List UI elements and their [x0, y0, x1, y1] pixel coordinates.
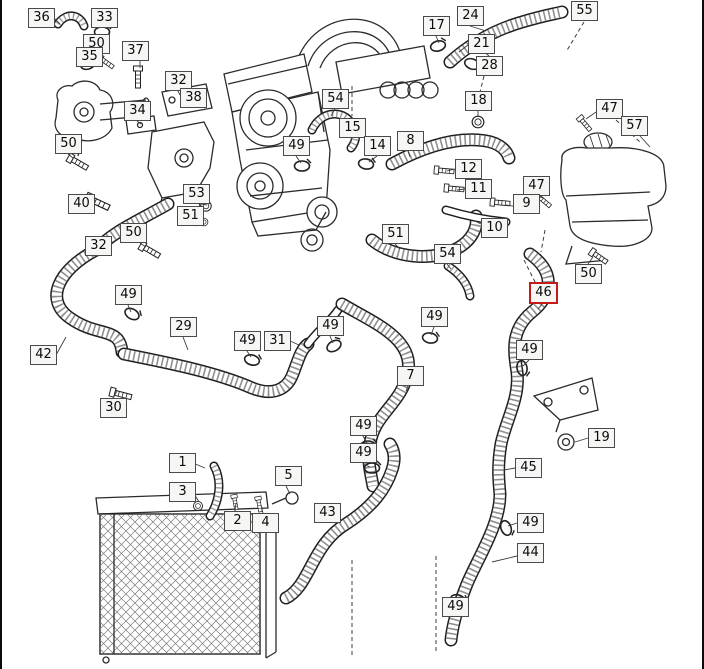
part-label[interactable]: 42	[30, 345, 57, 365]
part-label[interactable]: 1	[169, 453, 196, 473]
part-label[interactable]: 49	[234, 331, 261, 351]
part-label[interactable]: 3	[169, 482, 196, 502]
part-label[interactable]: 49	[283, 136, 310, 156]
part-label[interactable]: 50	[55, 134, 82, 154]
part-label[interactable]: 15	[339, 118, 366, 138]
part-label[interactable]: 5	[275, 466, 302, 486]
part-label[interactable]: 49	[317, 316, 344, 336]
part-label[interactable]: 8	[397, 131, 424, 151]
part-label[interactable]: 33	[91, 8, 118, 28]
part-label[interactable]: 47	[523, 176, 550, 196]
part-label[interactable]: 54	[434, 244, 461, 264]
part-label[interactable]: 2	[224, 511, 251, 531]
window-left-border	[0, 0, 2, 669]
part-label[interactable]: 49	[350, 443, 377, 463]
part-label[interactable]: 49	[115, 285, 142, 305]
part-label[interactable]: 29	[170, 317, 197, 337]
part-label[interactable]: 47	[596, 99, 623, 119]
part-label[interactable]: 4	[252, 513, 279, 533]
part-label[interactable]: 36	[28, 8, 55, 28]
part-label[interactable]: 10	[481, 218, 508, 238]
part-label[interactable]: 11	[465, 179, 492, 199]
part-label[interactable]: 55	[571, 1, 598, 21]
part-label[interactable]: 31	[264, 331, 291, 351]
part-label-highlighted[interactable]: 46	[529, 282, 558, 304]
part-label[interactable]: 12	[455, 159, 482, 179]
part-label[interactable]: 49	[350, 416, 377, 436]
part-label[interactable]: 49	[517, 513, 544, 533]
part-label[interactable]: 30	[100, 398, 127, 418]
part-label[interactable]: 54	[322, 89, 349, 109]
part-label[interactable]: 14	[364, 136, 391, 156]
window-right-border	[702, 0, 704, 669]
part-label[interactable]: 9	[513, 194, 540, 214]
part-label[interactable]: 37	[122, 41, 149, 61]
part-label[interactable]: 21	[468, 34, 495, 54]
part-label[interactable]: 24	[457, 6, 484, 26]
part-label[interactable]: 50	[575, 264, 602, 284]
part-label[interactable]: 45	[515, 458, 542, 478]
part-label[interactable]: 7	[397, 366, 424, 386]
part-label[interactable]: 51	[177, 206, 204, 226]
part-label[interactable]: 49	[442, 597, 469, 617]
engine-block	[223, 18, 439, 252]
part-label[interactable]: 57	[621, 116, 648, 136]
part-label[interactable]: 49	[516, 340, 543, 360]
part-label[interactable]: 51	[382, 224, 409, 244]
part-label[interactable]: 17	[423, 16, 450, 36]
part-label[interactable]: 38	[180, 88, 207, 108]
part-label[interactable]: 34	[124, 101, 151, 121]
part-label[interactable]: 18	[465, 91, 492, 111]
expansion-tank	[560, 132, 667, 265]
part-label[interactable]: 32	[165, 71, 192, 91]
part-label[interactable]: 44	[517, 543, 544, 563]
radiator	[95, 491, 277, 664]
part-label[interactable]: 19	[588, 428, 615, 448]
part-label[interactable]: 32	[85, 236, 112, 256]
part-label[interactable]: 28	[476, 56, 503, 76]
part-label[interactable]: 53	[183, 184, 210, 204]
part-label[interactable]: 50	[120, 223, 147, 243]
seal-icons	[192, 115, 485, 512]
part-label[interactable]: 43	[314, 503, 341, 523]
part-label[interactable]: 40	[68, 194, 95, 214]
part-label[interactable]: 49	[421, 307, 448, 327]
part-label[interactable]: 35	[76, 47, 103, 67]
support-bracket	[532, 377, 599, 451]
